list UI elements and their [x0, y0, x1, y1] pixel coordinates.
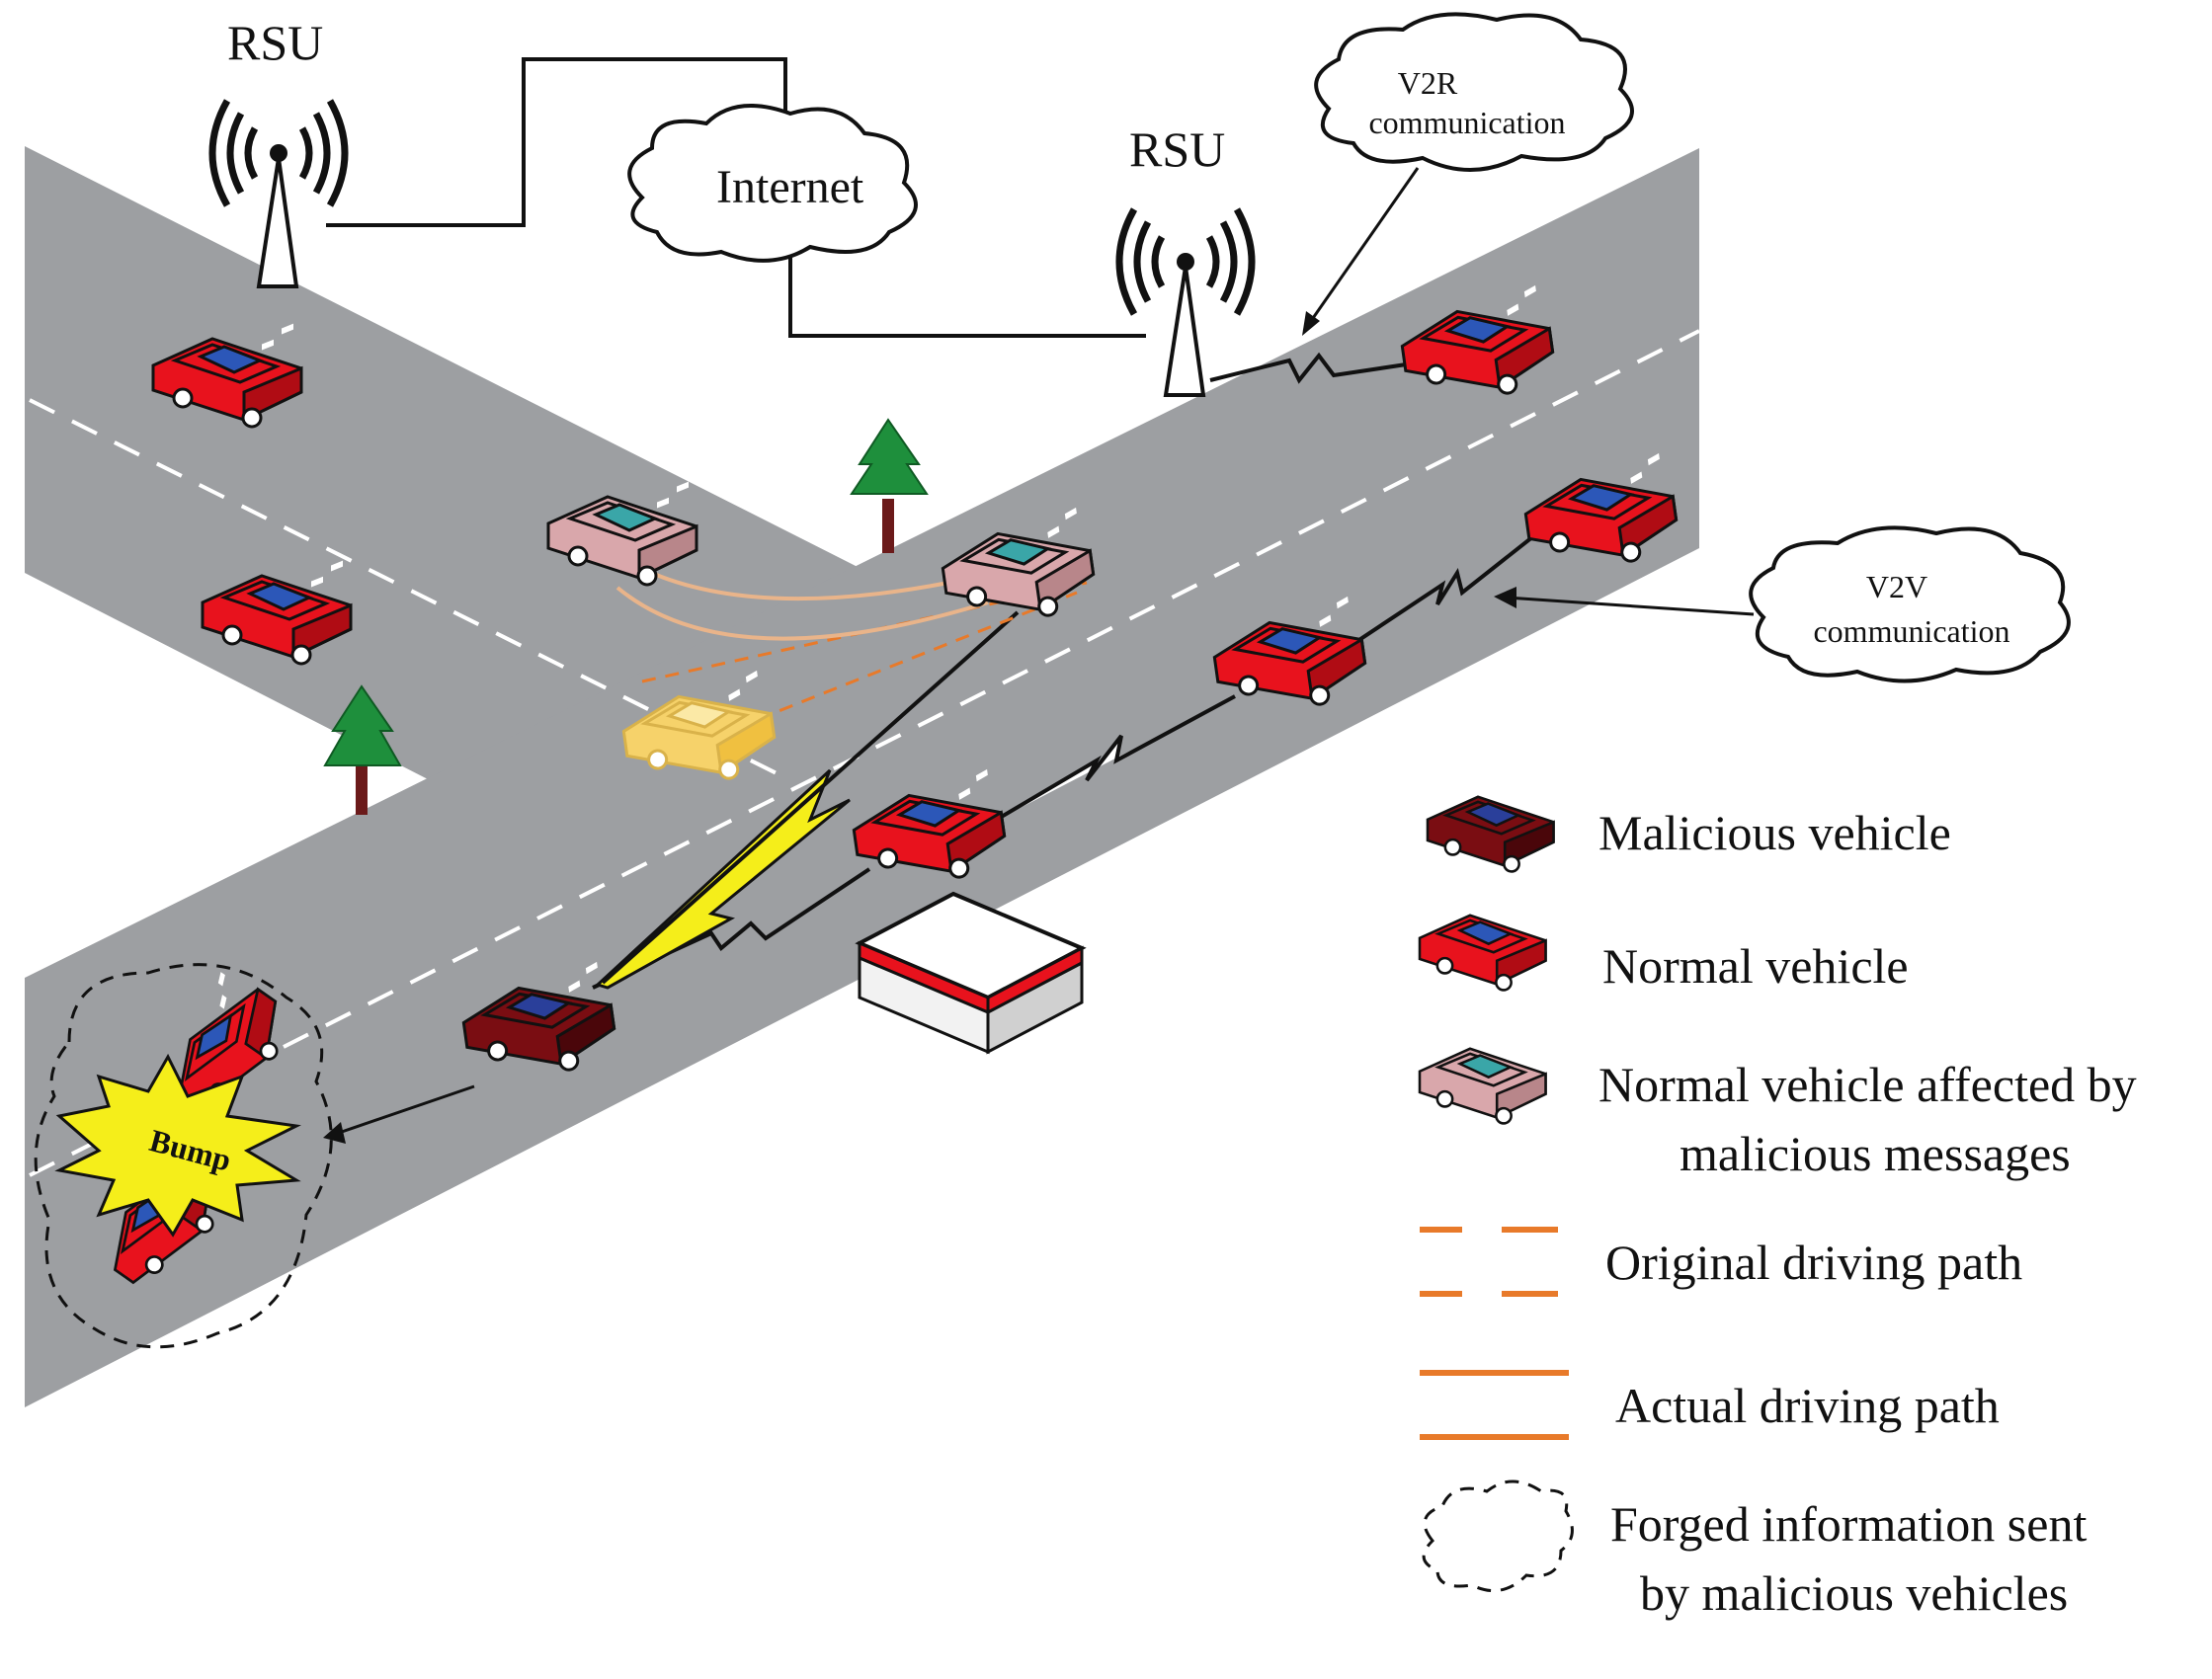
- normal-vehicle: [201, 560, 353, 666]
- v2v-label-line1: V2V: [1866, 569, 1927, 604]
- v2v-arrowhead: [1494, 587, 1516, 608]
- affected-vehicle: [941, 507, 1096, 617]
- v2v-cloud: [1749, 525, 2071, 683]
- wire-internet-to-rsu-right: [788, 252, 1146, 338]
- rsu-tower-left: [208, 99, 349, 288]
- normal-vehicle: [1400, 284, 1555, 395]
- malicious-link-upper: [601, 610, 1020, 985]
- legend-forged-label-line2: by malicious vehicles: [1640, 1565, 2068, 1621]
- legend-affected-car-icon: [1418, 1035, 1547, 1125]
- legend-normal-car-icon: [1418, 902, 1547, 992]
- normal-vehicle: [852, 768, 1007, 879]
- v2r-label-line1: V2R: [1398, 65, 1458, 101]
- legend-affected-label-line1: Normal vehicle affected by: [1598, 1057, 2137, 1112]
- legend-forged-label-line1: Forged information sent: [1610, 1496, 2087, 1552]
- internet-cloud: [627, 104, 918, 263]
- bump-arrowhead: [323, 1122, 346, 1144]
- wire-rsu-left-to-internet: [326, 57, 787, 227]
- v2r-arrowhead: [1302, 311, 1320, 336]
- legend-malicious-label: Malicious vehicle: [1598, 805, 1951, 860]
- v2v-link-middle: [986, 694, 1236, 827]
- v2r-arrow: [1302, 167, 1420, 332]
- rsu-left-label: RSU: [227, 15, 323, 70]
- bump-arrow: [335, 1084, 475, 1136]
- v2r-label-line2: communication: [1368, 105, 1565, 140]
- crashed-vehicle: [177, 972, 279, 1112]
- legend-malicious-car-icon: [1426, 783, 1555, 873]
- malicious-vehicle: [461, 961, 616, 1072]
- normal-vehicle: [1212, 596, 1367, 706]
- original-path-2: [691, 591, 1078, 748]
- ghost-vehicle-original-position: [621, 670, 777, 780]
- actual-path-2: [615, 586, 989, 641]
- legend-affected-label-line2: malicious messages: [1679, 1126, 2071, 1181]
- legend-original-path-label: Original driving path: [1605, 1235, 2022, 1290]
- internet-label: Internet: [716, 161, 864, 213]
- v2v-link-top: [1317, 517, 1558, 669]
- tree-icon: [323, 684, 402, 815]
- v2v-label-line2: communication: [1813, 613, 2009, 649]
- v2r-link: [1209, 352, 1414, 384]
- legend-normal-label: Normal vehicle: [1602, 938, 1909, 994]
- tree-icon: [850, 418, 929, 553]
- normal-vehicle: [1523, 452, 1679, 563]
- bump-burst: [54, 1053, 301, 1238]
- malicious-link-lower: [592, 867, 871, 990]
- rsu-right-label: RSU: [1129, 121, 1225, 177]
- v2v-arrow: [1506, 596, 1755, 616]
- building-icon: [855, 891, 1087, 1055]
- normal-vehicle: [151, 323, 303, 429]
- legend: Malicious vehicle Normal vehicle Normal …: [1418, 783, 2137, 1621]
- rsu-tower-right: [1115, 207, 1256, 397]
- v2r-cloud: [1314, 12, 1634, 172]
- legend-actual-path-label: Actual driving path: [1615, 1378, 2000, 1433]
- legend-forged-cloud: [1422, 1479, 1574, 1593]
- road-main: [25, 148, 1699, 1407]
- affected-vehicle: [546, 481, 698, 587]
- lane-marking-main: [29, 329, 1700, 1177]
